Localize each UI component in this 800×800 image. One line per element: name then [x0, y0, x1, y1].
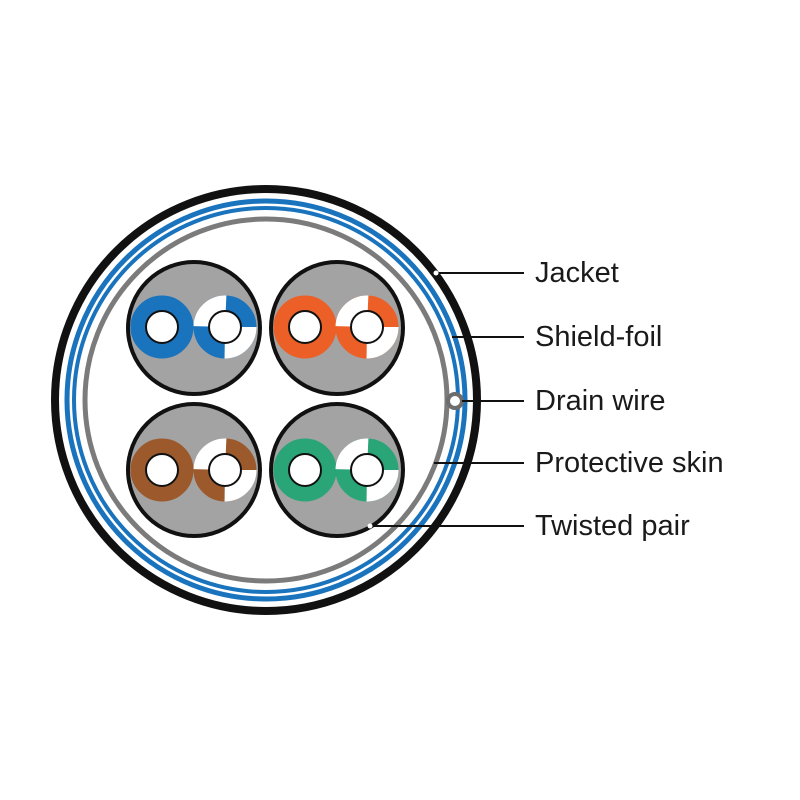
drain-wire: [446, 392, 464, 410]
protective-skin-label: Protective skin: [535, 447, 724, 479]
twisted-pair-brown: [126, 402, 262, 538]
twisted-pair-label: Twisted pair: [535, 510, 690, 542]
leader-lines: [367, 270, 524, 529]
twisted-pair-blue: [126, 260, 262, 396]
shield-foil-label: Shield-foil: [535, 321, 662, 353]
drain-wire-label: Drain wire: [535, 385, 666, 417]
jacket-label: Jacket: [535, 257, 619, 289]
jacket-leader-dot: [433, 270, 439, 276]
twisted-pair-leader-dot: [367, 523, 373, 529]
twisted-pair-orange: [269, 260, 405, 396]
cable-cross-section: [51, 185, 481, 615]
twisted-pair-green: [269, 402, 405, 538]
